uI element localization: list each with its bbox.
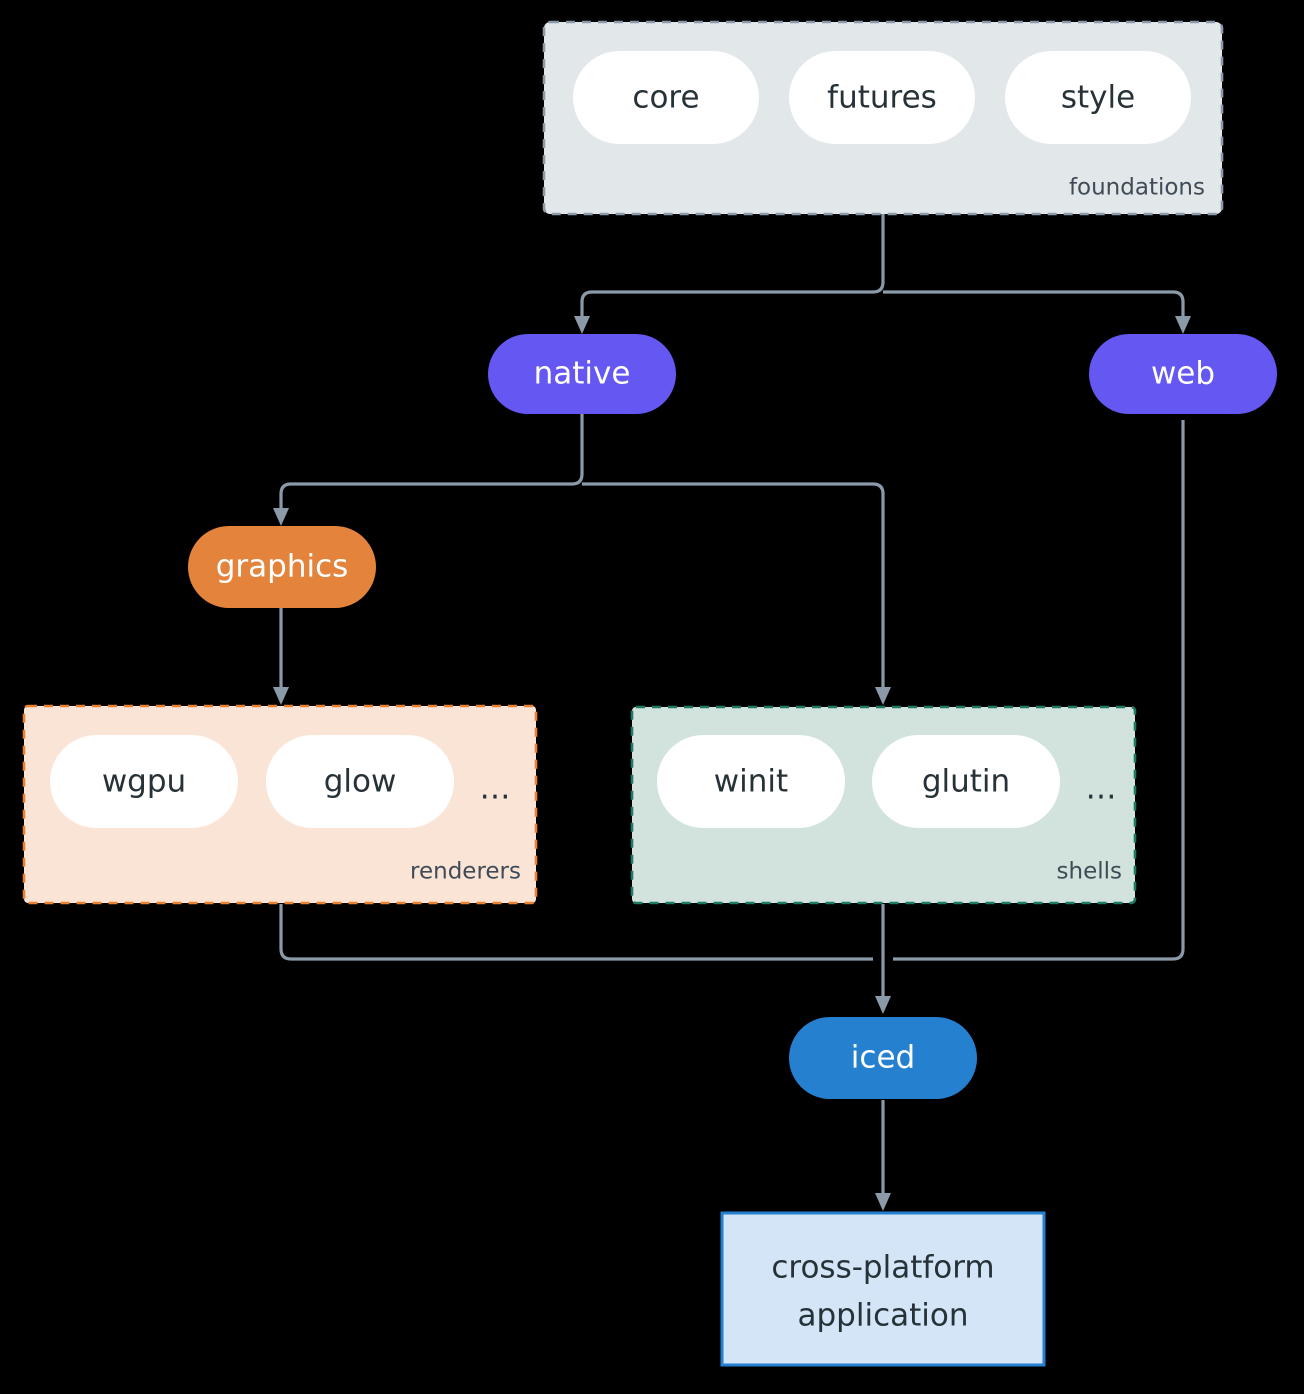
leaf-wgpu-pill xyxy=(50,735,238,828)
node-graphics[interactable]: graphics xyxy=(188,526,376,608)
leaf-wgpu-label: wgpu xyxy=(102,764,186,800)
leaf-core-label: core xyxy=(632,80,699,116)
cluster-renderers[interactable]: wgpu glow … renderers xyxy=(22,704,538,905)
leaf-core-pill xyxy=(573,51,759,144)
arrow-graphics-to-renderers xyxy=(273,687,289,705)
node-web[interactable]: web xyxy=(1089,334,1277,414)
leaf-winit[interactable]: winit xyxy=(657,735,845,828)
leaf-style[interactable]: style xyxy=(1005,51,1191,144)
cluster-foundations-label: foundations xyxy=(1069,175,1205,201)
cluster-foundations[interactable]: core futures style foundations xyxy=(542,20,1224,216)
edge-layer xyxy=(273,214,1191,1211)
node-cross-platform-application[interactable]: cross-platform application xyxy=(720,1211,1046,1367)
edge-web-to-iced xyxy=(893,420,1185,961)
cluster-shells-label: shells xyxy=(1057,859,1122,885)
leaf-glutin-pill xyxy=(872,735,1060,828)
node-iced-shape xyxy=(789,1017,977,1099)
node-native-label: native xyxy=(534,356,631,392)
node-iced[interactable]: iced xyxy=(789,1017,977,1099)
edge-native-split xyxy=(279,414,584,512)
result-box-shape xyxy=(720,1211,1046,1367)
leaf-glutin[interactable]: glutin xyxy=(872,735,1060,828)
result-box-line2: application xyxy=(798,1298,969,1334)
node-iced-label: iced xyxy=(851,1040,915,1076)
leaf-glow-pill xyxy=(266,735,454,828)
node-web-shape xyxy=(1089,334,1277,414)
leaf-style-label: style xyxy=(1061,80,1135,116)
leaf-wgpu[interactable]: wgpu xyxy=(50,735,238,828)
arrow-into-iced xyxy=(875,996,891,1014)
leaf-futures-label: futures xyxy=(827,80,937,116)
arrow-iced-to-application xyxy=(875,1193,891,1211)
node-native-shape xyxy=(488,334,676,414)
cluster-shells[interactable]: winit glutin … shells xyxy=(630,705,1137,905)
leaf-winit-label: winit xyxy=(714,764,788,800)
node-graphics-shape xyxy=(188,526,376,608)
leaf-glow[interactable]: glow xyxy=(266,735,454,828)
arrow-foundations-to-native xyxy=(574,316,590,334)
leaf-futures-pill xyxy=(789,51,975,144)
node-native[interactable]: native xyxy=(488,334,676,414)
leaf-winit-pill xyxy=(657,735,845,828)
arrow-native-to-shells xyxy=(875,687,891,705)
leaf-glutin-label: glutin xyxy=(922,764,1010,800)
leaf-shells-more-label: … xyxy=(1086,771,1117,807)
arrow-foundations-to-web xyxy=(1175,316,1191,334)
edge-renderers-to-iced xyxy=(279,904,873,961)
arrow-native-to-graphics xyxy=(273,508,289,526)
leaf-core[interactable]: core xyxy=(573,51,759,144)
node-graphics-label: graphics xyxy=(216,549,349,585)
edge-foundations-split xyxy=(580,214,885,320)
leaf-style-pill xyxy=(1005,51,1191,144)
node-web-label: web xyxy=(1151,356,1215,392)
edge-foundations-to-web xyxy=(883,290,1185,320)
leaf-glow-label: glow xyxy=(324,764,397,800)
cluster-renderers-label: renderers xyxy=(410,859,521,885)
leaf-futures[interactable]: futures xyxy=(789,51,975,144)
result-box-line1: cross-platform xyxy=(771,1250,994,1286)
edge-native-to-shells xyxy=(582,482,885,690)
leaf-renderers-more-label: … xyxy=(480,771,511,807)
